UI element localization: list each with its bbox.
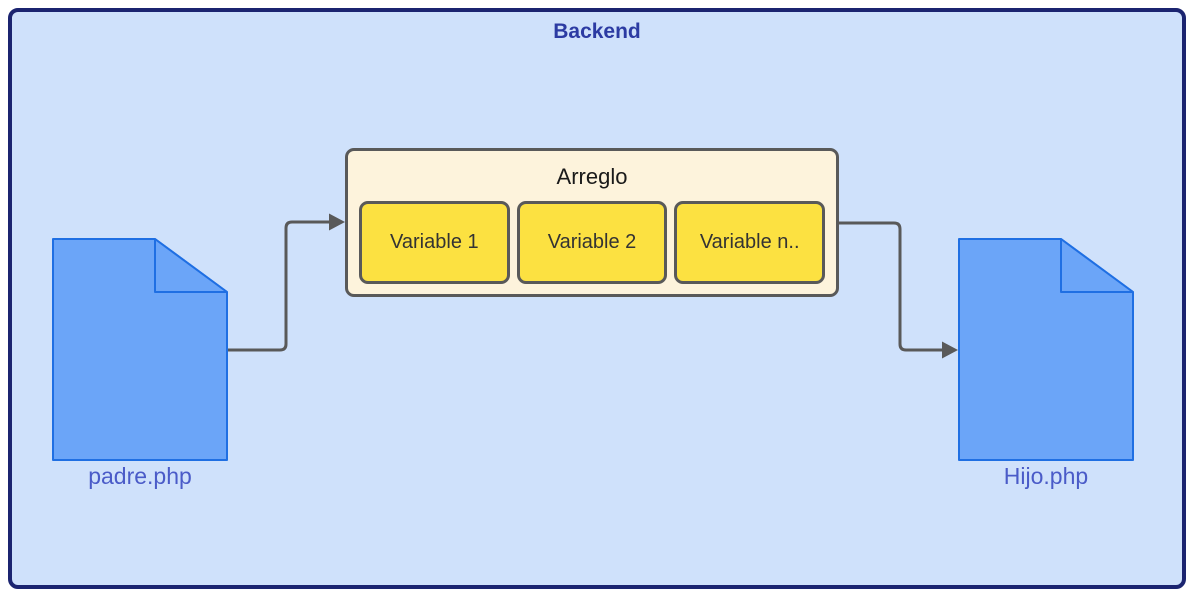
file-icon-padre: [52, 238, 228, 461]
variable-box-1: Variable 1: [359, 201, 510, 284]
folded-corner-icon: [154, 238, 228, 293]
folded-corner-icon: [1060, 238, 1134, 293]
file-label-hijo: Hijo.php: [1003, 463, 1089, 489]
variables-row: Variable 1 Variable 2 Variable n..: [359, 201, 826, 284]
array-group: Arreglo Variable 1 Variable 2 Variable n…: [345, 148, 839, 297]
backend-group-title: Backend: [553, 20, 641, 43]
variable-box-2: Variable 2: [516, 201, 668, 284]
file-label-padre: padre.php: [88, 463, 192, 489]
array-group-title: Arreglo: [556, 164, 628, 189]
file-icon-hijo: [958, 238, 1134, 461]
variable-box-n: Variable n..: [674, 201, 826, 284]
